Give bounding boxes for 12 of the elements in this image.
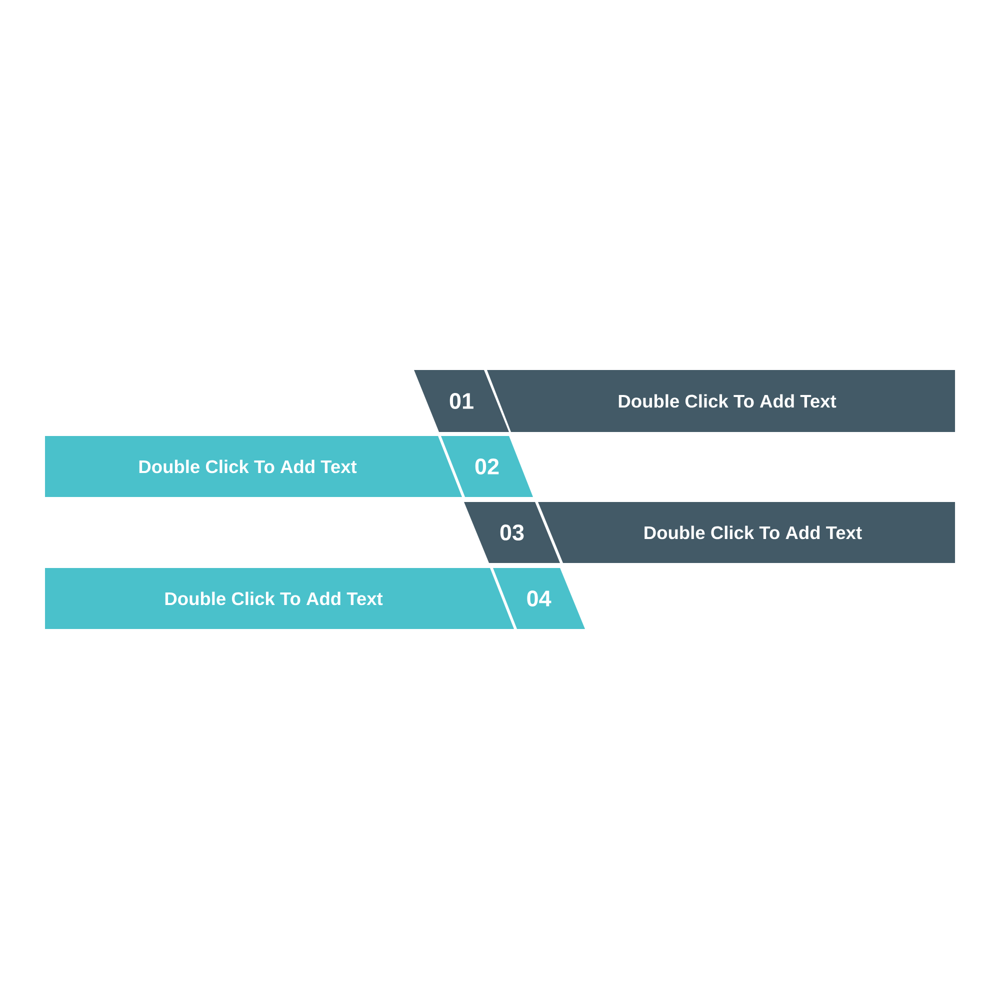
node-label: Double Click To Add Text	[139, 460, 357, 474]
node-label: 03	[500, 524, 524, 540]
number-tab: 01	[414, 370, 510, 432]
node-label: 02	[475, 458, 499, 474]
number-tab: 02	[441, 436, 534, 497]
number-tab: 03	[464, 502, 560, 563]
node-label: 04	[527, 590, 552, 606]
node-label: Double Click To Add Text	[618, 394, 836, 408]
node-label: Double Click To Add Text	[644, 526, 862, 540]
node-label: Double Click To Add Text	[165, 592, 383, 606]
node-label: 01	[450, 393, 474, 409]
number-tab: 04	[493, 568, 586, 629]
